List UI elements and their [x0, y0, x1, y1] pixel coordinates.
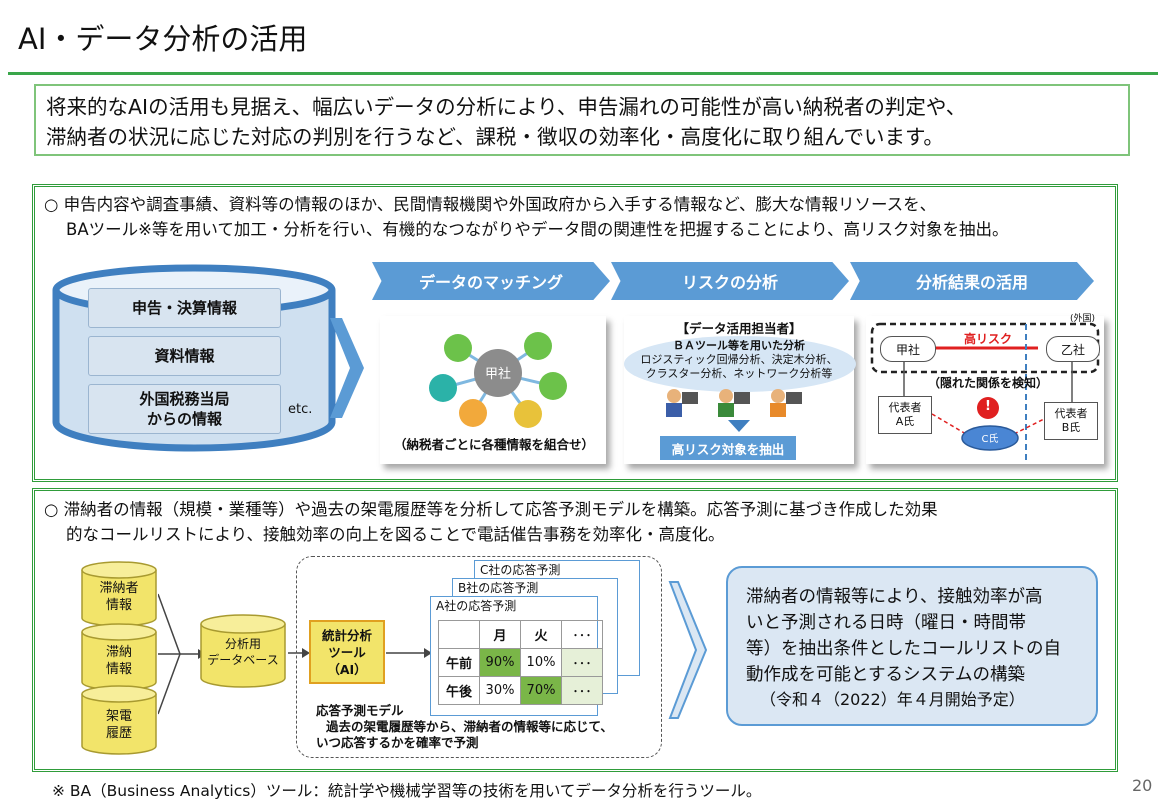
svg-text:甲社: 甲社	[485, 366, 511, 382]
model-title: 応答予測モデル	[316, 703, 404, 718]
summary-line-1: 将来的なAIの活用も見据え、幅広いデータの分析により、申告漏れの可能性が高い納税…	[46, 95, 967, 119]
foreign-label: (外国)	[1070, 314, 1096, 324]
table-header-more: ･･･	[561, 620, 603, 649]
source-cylinders-icon	[81, 561, 157, 755]
panel2-line-1: ○ 滞納者の情報（規模・業種等）や過去の架電履歴等を分析して応答予測モデルを構築…	[44, 500, 938, 519]
cell-afternoon-tuesday: 70%	[520, 676, 562, 705]
table-header-tuesday: 火	[520, 620, 562, 649]
result-line-2: いと予測される日時（曜日・時間帯	[746, 613, 1026, 633]
result-line-4: 動作成を可能とするシステムの構築	[746, 665, 1025, 685]
panel1-line-1: ○ 申告内容や調査事績、資料等の情報のほか、民間情報機関や外国政府から入手する情…	[44, 195, 937, 214]
table-corner-cell	[438, 620, 480, 649]
person-c-node: C氏	[981, 434, 999, 445]
risk-line-1: ＢＡツール等を用いた分析	[673, 339, 805, 352]
representative-b-box: 代表者 B氏	[1044, 402, 1098, 440]
statistical-tool-box: 統計分析 ツール （AI）	[309, 620, 385, 684]
system-result-box: 滞納者の情報等により、接触効率が高 いと予測される日時（曜日・時間帯 等）を抽出…	[726, 566, 1098, 726]
prediction-model-area	[296, 556, 662, 758]
result-line-1: 滞納者の情報等により、接触効率が高	[746, 587, 1043, 607]
hidden-relationship-diagram	[870, 322, 1100, 464]
title-divider	[8, 72, 1158, 75]
chevron-right-icon	[668, 581, 708, 719]
analysis-database-icon	[200, 614, 286, 688]
high-risk-label: 高リスク	[964, 332, 1013, 346]
risk-line-3: クラスター分析、ネットワーク分析等	[645, 367, 833, 380]
analysis-database-label: 分析用 データベース	[207, 637, 279, 667]
sheet-a-title: A社の応答予測	[436, 599, 517, 613]
footnote: ※ BA（Business Analytics）ツール：統計学や機械学習等の技術…	[52, 782, 762, 800]
prediction-table: 月 火 ･･･ 午前 90% 10% ･･･ 午後 30% 70% ･･･	[438, 620, 603, 705]
extract-high-risk-label: 高リスク対象を抽出	[660, 436, 796, 460]
header-risk-analysis: リスクの分析	[611, 262, 849, 300]
representative-a-box: 代表者 A氏	[878, 396, 932, 434]
table-row: 午後 30% 70% ･･･	[438, 676, 603, 705]
header-data-matching: データのマッチング	[372, 262, 610, 300]
table-header-row: 月 火 ･･･	[438, 620, 603, 649]
cell-afternoon-more: ･･･	[561, 676, 603, 705]
risk-line-2: ロジスティック回帰分析、決定木分析、	[640, 353, 838, 366]
source-arrears-info: 滞納 情報	[105, 645, 132, 677]
table-row: 午前 90% 10% ･･･	[438, 648, 603, 677]
summary-line-2: 滞納者の状況に応じた対応の判別を行うなど、課税・徴収の効率化・高度化に取り組んで…	[46, 125, 944, 149]
result-note: （令和４（2022）年４月開始予定）	[760, 690, 1025, 709]
company-a-node: 甲社	[880, 336, 936, 362]
db-item-return-info: 申告・決算情報	[88, 288, 281, 328]
sheet-b-title: B社の応答予測	[458, 581, 539, 595]
panel1-line-2: BAツール※等を用いて加工・分析を行い、有機的なつながりやデータ間の関連性を把握…	[66, 220, 1009, 239]
cell-morning-tuesday: 10%	[520, 648, 562, 677]
source-delinquent-info: 滞納者 情報	[99, 581, 139, 613]
sheet-c-title: C社の応答予測	[480, 563, 561, 577]
risk-title: 【データ活用担当者】	[676, 321, 802, 336]
arrow-right-icon	[288, 648, 310, 658]
db-etc-label: etc.	[288, 402, 313, 417]
page-number: 20	[1132, 776, 1153, 795]
summary-box: 将来的なAIの活用も見据え、幅広いデータの分析により、申告漏れの可能性が高い納税…	[34, 84, 1130, 156]
arrow-down-icon	[728, 420, 750, 432]
row-label-morning: 午前	[438, 648, 480, 677]
panel2-line-2: 的なコールリストにより、接触効率の向上を図ることで電話催告事務を効率化・高度化。	[66, 525, 725, 544]
header-result-use: 分析結果の活用	[850, 262, 1094, 300]
cell-morning-monday: 90%	[479, 648, 521, 677]
table-header-monday: 月	[479, 620, 521, 649]
page-title: AI・データ分析の活用	[18, 22, 308, 56]
arrow-right-icon	[386, 648, 432, 658]
matching-caption: （納税者ごとに各種情報を組合せ）	[393, 437, 594, 452]
alert-icon: !	[985, 399, 991, 414]
chevron-right-icon	[330, 318, 364, 418]
row-label-afternoon: 午後	[438, 676, 480, 705]
analysts-at-computers-icon	[666, 389, 802, 417]
cell-afternoon-monday: 30%	[479, 676, 521, 705]
analysis-bubble	[624, 336, 856, 392]
data-matching-network-icon: 甲社	[429, 332, 567, 428]
model-description-1: 過去の架電履歴等から、滞納者の情報等に応じて、	[326, 719, 613, 734]
result-line-3: 等）を抽出条件としたコールリストの自	[746, 639, 1061, 659]
cell-morning-more: ･･･	[561, 648, 603, 677]
model-description-2: いつ応答するかを確率で予測	[316, 735, 479, 750]
hidden-relation-label: （隠れた関係を検知）	[928, 376, 1049, 390]
db-item-foreign-info: 外国税務当局 からの情報	[88, 384, 281, 434]
db-item-material-info: 資料情報	[88, 336, 281, 376]
source-call-history: 架電 履歴	[105, 709, 132, 741]
company-b-node: 乙社	[1046, 336, 1100, 362]
